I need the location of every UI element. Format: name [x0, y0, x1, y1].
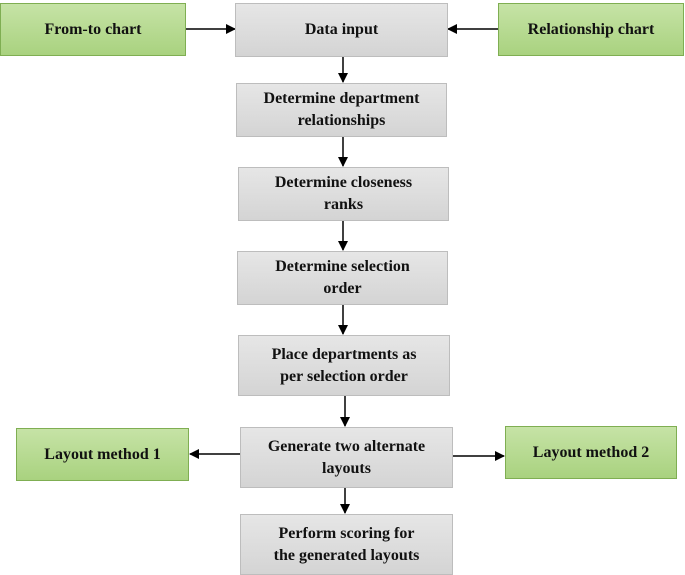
determine-selection-box: Determine selection order	[237, 251, 448, 305]
layout-method-1-label: Layout method 1	[44, 445, 161, 463]
perform-scoring-box: Perform scoring for the generated layout…	[240, 514, 453, 575]
from-to-chart-label: From-to chart	[44, 20, 142, 38]
generate-layouts-label: Generate two alternate layouts	[267, 437, 426, 477]
data-input-box: Data input	[235, 3, 448, 57]
data-input-label: Data input	[304, 21, 379, 38]
perform-scoring-label: Perform scoring for the generated layout…	[273, 524, 420, 564]
determine-relationships-label: Determine department relationships	[263, 90, 420, 129]
determine-closeness-label: Determine closeness ranks	[274, 174, 413, 213]
layout-method-2-label: Layout method 2	[532, 443, 650, 461]
from-to-chart-box: From-to chart	[0, 3, 186, 56]
generate-layouts-box: Generate two alternate layouts	[240, 427, 453, 488]
determine-relationships-box: Determine department relationships	[236, 83, 447, 137]
layout-method-2-box: Layout method 2	[505, 426, 677, 479]
layout-method-1-box: Layout method 1	[16, 428, 189, 481]
relationship-chart-box: Relationship chart	[498, 3, 684, 56]
place-departments-box: Place departments as per selection order	[238, 335, 450, 396]
determine-closeness-box: Determine closeness ranks	[238, 167, 449, 221]
determine-selection-label: Determine selection order	[275, 258, 410, 297]
relationship-chart-label: Relationship chart	[527, 20, 655, 38]
place-departments-label: Place departments as per selection order	[271, 345, 417, 385]
